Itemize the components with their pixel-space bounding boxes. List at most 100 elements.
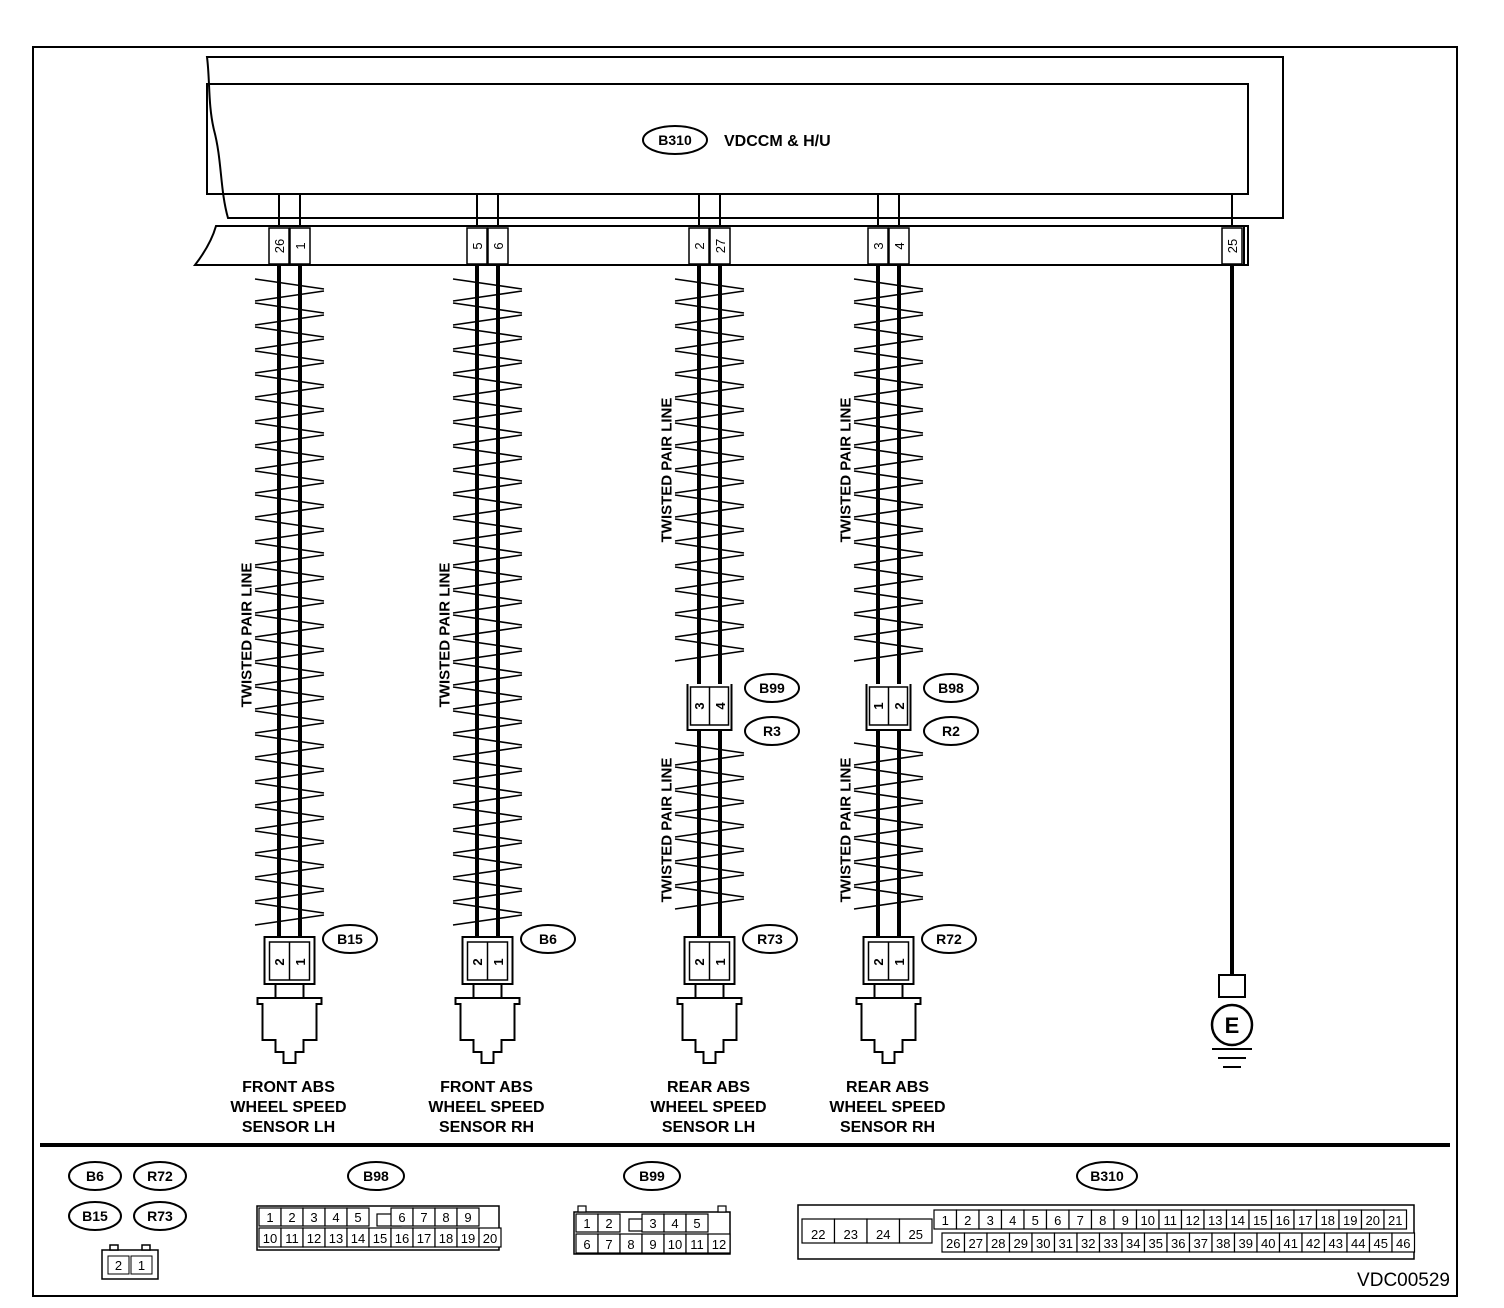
b310-row1-pin: 3 bbox=[987, 1213, 994, 1228]
b98-row1-pin: 9 bbox=[464, 1210, 471, 1225]
b310-left-pin: 24 bbox=[876, 1227, 890, 1242]
b98-row1-cell bbox=[456, 1207, 480, 1227]
b310-left-pin: 23 bbox=[844, 1227, 858, 1242]
b98-row2-pin: 11 bbox=[285, 1231, 299, 1246]
b99-row2-pin: 6 bbox=[583, 1237, 590, 1252]
b99-view-label: B99 bbox=[639, 1168, 665, 1184]
sensor-name-line: SENSOR RH bbox=[439, 1119, 534, 1136]
b310-row2-pin: 46 bbox=[1396, 1236, 1410, 1251]
sensor-neck bbox=[472, 983, 503, 999]
b310-row1-pin: 17 bbox=[1298, 1213, 1312, 1228]
wheel-speed-sensor bbox=[855, 997, 922, 1064]
b310-row2-pin: 41 bbox=[1284, 1236, 1298, 1251]
b99-row1-pin: 2 bbox=[605, 1216, 612, 1231]
b98-row2-cell bbox=[478, 1227, 502, 1248]
small-pin-label: 1 bbox=[138, 1258, 145, 1273]
module-name: VDCCM & H/U bbox=[724, 133, 831, 150]
b310-left-pin: 22 bbox=[811, 1227, 825, 1242]
twisted-pair-label: TWISTED PAIR LINE bbox=[437, 563, 454, 708]
b98-row2-pin: 20 bbox=[483, 1231, 497, 1246]
twisted-pair-label-lower: TWISTED PAIR LINE bbox=[659, 758, 676, 903]
b310-row1-pin: 13 bbox=[1208, 1213, 1222, 1228]
b310-row1-pin: 14 bbox=[1231, 1213, 1245, 1228]
b310-row2-pin: 38 bbox=[1216, 1236, 1230, 1251]
sensor-pin-label: 1 bbox=[293, 958, 308, 965]
wheel-speed-sensor bbox=[454, 997, 521, 1064]
twist bbox=[452, 278, 523, 926]
sensor-connector-label: R73 bbox=[757, 931, 783, 947]
sensor-connector-tag bbox=[520, 924, 576, 954]
sensor-pin-label: 1 bbox=[892, 958, 907, 965]
ground-pin-label: 25 bbox=[1225, 239, 1240, 253]
connector-tag-b98 bbox=[347, 1161, 405, 1191]
b98-row2-pin: 15 bbox=[373, 1231, 387, 1246]
module-pin-label: 27 bbox=[713, 239, 728, 253]
small-pin-cell bbox=[107, 1255, 130, 1275]
sensor-name-line: SENSOR LH bbox=[242, 1119, 335, 1136]
inline-lower-tag bbox=[923, 716, 979, 746]
twisted-pair-label: TWISTED PAIR LINE bbox=[239, 563, 256, 708]
twist-upper bbox=[853, 278, 924, 662]
b310-row1-pin: 20 bbox=[1366, 1213, 1380, 1228]
twisted-pair-label-upper: TWISTED PAIR LINE bbox=[838, 398, 855, 543]
sensor-name-line: FRONT ABS bbox=[242, 1079, 335, 1096]
b99-latch-l bbox=[577, 1205, 587, 1213]
sensor-pin-label: 2 bbox=[272, 958, 287, 965]
inline-lower-label: R3 bbox=[763, 723, 781, 739]
sensor-pin-label: 2 bbox=[692, 958, 707, 965]
b98-row2-pin: 14 bbox=[351, 1231, 365, 1246]
ground-symbol bbox=[1210, 1003, 1254, 1047]
b310-row1-pin: 21 bbox=[1388, 1213, 1402, 1228]
b310-row1-pin: 16 bbox=[1276, 1213, 1290, 1228]
module-pin-label: 2 bbox=[692, 242, 707, 249]
b310-row2-pin: 31 bbox=[1059, 1236, 1073, 1251]
module-connector-label: B310 bbox=[658, 132, 692, 148]
sensor-name-line: SENSOR LH bbox=[662, 1119, 755, 1136]
b98-row1-pin: 1 bbox=[266, 1210, 273, 1225]
sensor-name-line: WHEEL SPEED bbox=[428, 1099, 544, 1116]
b99-row1-pin: 5 bbox=[693, 1216, 700, 1231]
b310-row1-pin: 7 bbox=[1077, 1213, 1084, 1228]
connector-tag-b15 bbox=[68, 1201, 122, 1231]
twisted-pair-label-lower: TWISTED PAIR LINE bbox=[838, 758, 855, 903]
b310-row1-pin: 15 bbox=[1253, 1213, 1267, 1228]
b98-row1-cell bbox=[346, 1207, 370, 1227]
sensor-connector-tag bbox=[921, 924, 977, 954]
figure-id: VDC00529 bbox=[1357, 1270, 1450, 1291]
b310-row2-pin: 26 bbox=[946, 1236, 960, 1251]
b310-left-cell bbox=[866, 1218, 901, 1244]
inline-upper-tag bbox=[744, 673, 800, 703]
b310-row2-pin: 39 bbox=[1239, 1236, 1253, 1251]
b310-row1-pin: 19 bbox=[1343, 1213, 1357, 1228]
twist bbox=[254, 278, 325, 926]
module-connector-strip bbox=[192, 225, 1249, 266]
b310-row1-pin: 9 bbox=[1122, 1213, 1129, 1228]
small-label-b6: B6 bbox=[86, 1168, 104, 1184]
b310-row2-pin: 44 bbox=[1351, 1236, 1365, 1251]
inline-upper-tag bbox=[923, 673, 979, 703]
small-label-b15: B15 bbox=[82, 1208, 108, 1224]
b310-row2-pin: 35 bbox=[1149, 1236, 1163, 1251]
b99-row2-pin: 7 bbox=[605, 1237, 612, 1252]
b310-view-label: B310 bbox=[1090, 1168, 1124, 1184]
wheel-speed-sensor bbox=[256, 997, 323, 1064]
b98-row1-pin: 6 bbox=[398, 1210, 405, 1225]
b310-row2-pin: 34 bbox=[1126, 1236, 1140, 1251]
b310-row2-pin: 36 bbox=[1171, 1236, 1185, 1251]
sensor-connector-label: B15 bbox=[337, 931, 363, 947]
b310-row2-pin: 28 bbox=[991, 1236, 1005, 1251]
sensor-neck bbox=[873, 983, 904, 999]
sensor-neck bbox=[694, 983, 725, 999]
twist-upper bbox=[674, 278, 745, 662]
b98-row1-pin: 4 bbox=[332, 1210, 339, 1225]
b99-row2-pin: 10 bbox=[668, 1237, 682, 1252]
b310-row1-pin: 6 bbox=[1054, 1213, 1061, 1228]
ground-circuit: 25 E bbox=[1210, 194, 1254, 1068]
